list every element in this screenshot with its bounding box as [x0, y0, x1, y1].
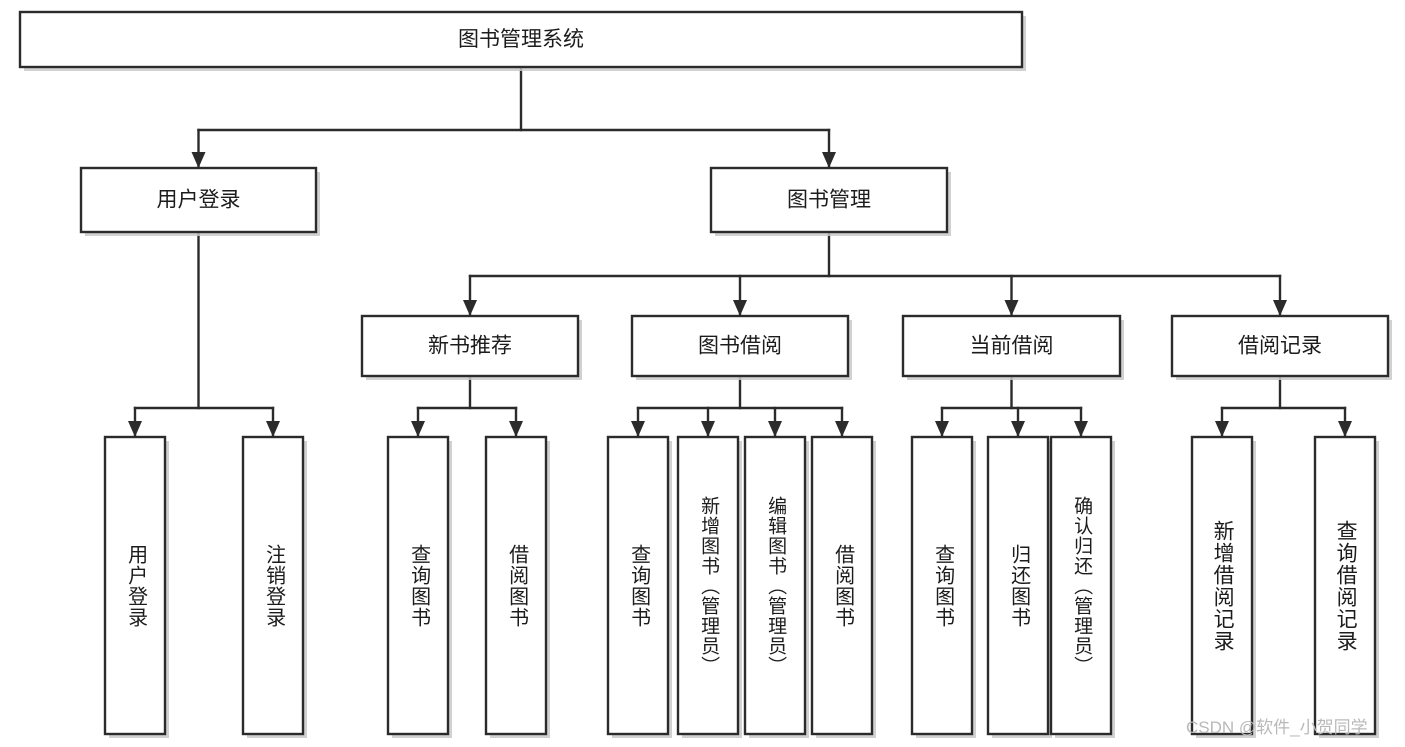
arrow-head-icon [733, 300, 747, 316]
arrow-head-icon [128, 421, 142, 437]
arrow-head-icon [822, 152, 836, 168]
arrow-head-icon [935, 421, 949, 437]
edges-layer [128, 65, 1352, 438]
node-leaf-12-查询借阅记录[interactable] [1313, 435, 1377, 736]
node-label: 图书管理系统 [458, 28, 584, 51]
node-leaf-9-归还图书[interactable] [986, 435, 1050, 736]
arrow-head-icon [701, 421, 715, 437]
node-leaf-4-查询图书[interactable] [606, 435, 670, 736]
arrow-head-icon [266, 421, 280, 437]
node-leaf-6-编辑图书管理员[interactable] [743, 435, 807, 736]
arrow-head-icon [1074, 421, 1088, 437]
node-label: 当前借阅 [970, 335, 1054, 358]
node-label: 图书管理 [787, 189, 871, 212]
node-leaf-2-查询图书[interactable] [386, 435, 450, 736]
arrow-head-icon [768, 421, 782, 437]
arrow-head-icon [1011, 421, 1025, 437]
arrow-head-icon [1273, 300, 1287, 316]
node-level2-图书管理[interactable] [709, 166, 949, 234]
node-leaf-11-新增借阅记录[interactable] [1190, 435, 1254, 736]
node-leaf-1-注销登录[interactable] [241, 435, 305, 736]
node-level3-当前借阅[interactable] [901, 314, 1122, 378]
csdn-watermark: CSDN @软件_小贺同学 [1186, 718, 1368, 737]
node-leaf-5-新增图书管理员[interactable] [676, 435, 740, 736]
arrow-head-icon [191, 152, 206, 168]
arrow-head-icon [1338, 421, 1352, 437]
node-label: 图书借阅 [698, 335, 782, 358]
node-leaf-7-借阅图书[interactable] [810, 435, 874, 736]
arrow-head-icon [509, 421, 523, 437]
node-leaf-3-借阅图书[interactable] [484, 435, 548, 736]
arrow-head-icon [411, 421, 425, 437]
node-level3-图书借阅[interactable] [630, 314, 850, 378]
arrow-head-icon [1215, 421, 1229, 437]
node-boxes-layer [18, 10, 1390, 736]
arrow-head-icon [1004, 300, 1019, 316]
arrow-head-icon [835, 421, 849, 437]
node-leaf-10-确认归还管理员[interactable] [1049, 435, 1113, 736]
node-leaf-0-用户登录[interactable] [103, 435, 167, 736]
node-level2-用户登录[interactable] [79, 166, 318, 234]
node-level3-新书推荐[interactable] [360, 314, 580, 378]
arrow-head-icon [463, 300, 477, 316]
arrow-head-icon [631, 421, 645, 437]
node-label: 借阅记录 [1238, 335, 1322, 358]
node-root-图书管理系统[interactable] [18, 10, 1024, 69]
node-label: 新书推荐 [428, 335, 512, 358]
node-label: 用户登录 [157, 189, 241, 212]
node-leaf-8-查询图书[interactable] [910, 435, 974, 736]
node-level3-借阅记录[interactable] [1170, 314, 1390, 378]
